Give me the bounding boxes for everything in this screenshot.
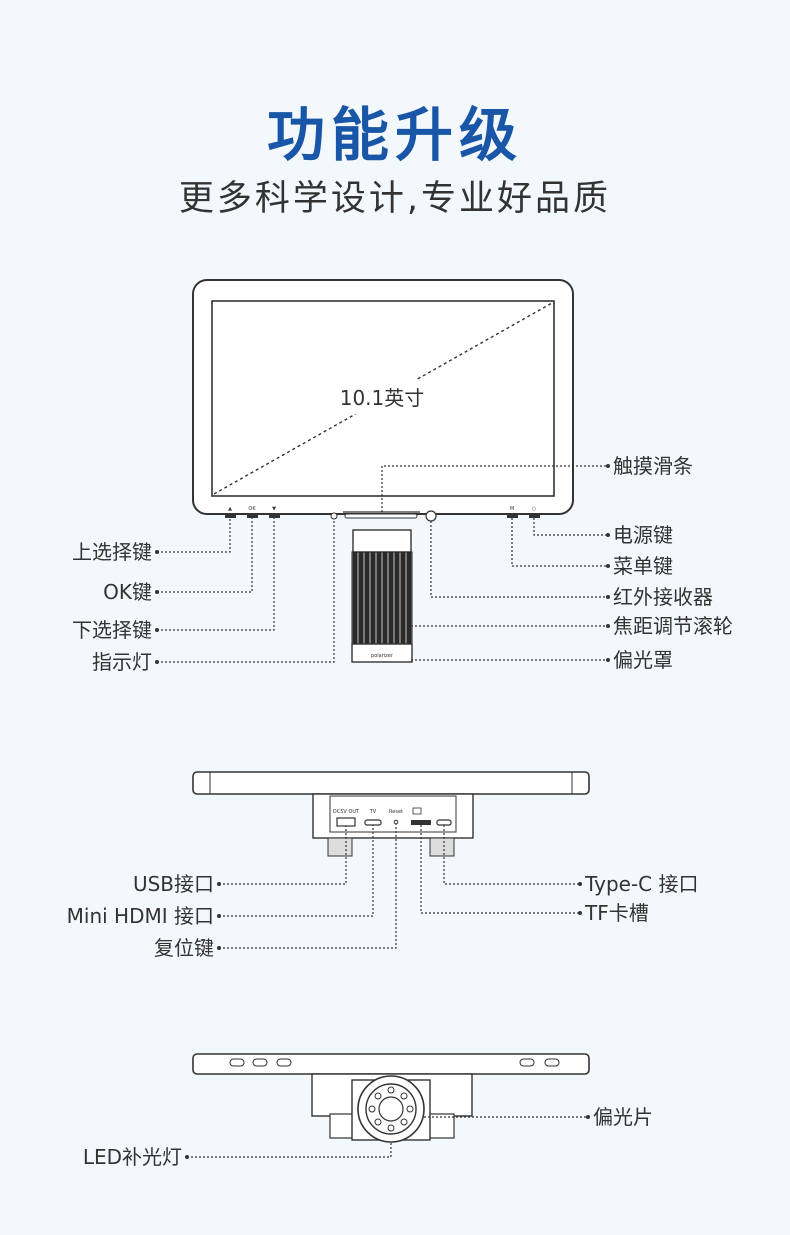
label-indicator-light: 指示灯 bbox=[92, 650, 152, 674]
label-type-c-port: Type-C 接口 bbox=[585, 872, 699, 896]
lens-leader-dots bbox=[185, 1115, 590, 1159]
front-right-leaders bbox=[381, 465, 608, 661]
label-power-key: 电源键 bbox=[613, 523, 673, 547]
down-mark: ▼ bbox=[272, 506, 276, 512]
front-monitor: 10.1英寸 ▲ OK ▼ M ○ bbox=[192, 279, 574, 663]
front-left-leaders bbox=[157, 518, 335, 663]
label-down-select: 下选择键 bbox=[72, 618, 152, 642]
bottom-right-leaders bbox=[420, 825, 580, 914]
bottom-leader-dots bbox=[217, 882, 582, 950]
power-mark: ○ bbox=[532, 506, 536, 512]
lens-leaders bbox=[187, 1116, 588, 1158]
label-touch-slider: 触摸滑条 bbox=[613, 454, 693, 478]
label-ir-receiver: 红外接收器 bbox=[613, 585, 713, 609]
up-mark: ▲ bbox=[228, 506, 232, 512]
label-menu-key: 菜单键 bbox=[613, 554, 673, 578]
dc5v-mark: DC5V OUT bbox=[333, 809, 360, 815]
tv-mark: TV bbox=[369, 809, 377, 815]
label-up-select: 上选择键 bbox=[72, 540, 152, 564]
bottom-monitor: DC5V OUT TV Reset bbox=[192, 771, 590, 857]
front-leader-dots bbox=[155, 464, 610, 664]
ok-mark: OK bbox=[248, 506, 256, 512]
reset-mark: Reset bbox=[389, 809, 403, 815]
label-ok-key: OK键 bbox=[103, 580, 152, 604]
front-right-buttons: M ○ bbox=[507, 506, 540, 518]
label-mini-hdmi-port: Mini HDMI 接口 bbox=[66, 904, 214, 928]
label-tf-slot: TF卡槽 bbox=[585, 901, 649, 925]
label-reset-key: 复位键 bbox=[154, 936, 214, 960]
page-title: 功能升级 bbox=[266, 101, 523, 169]
label-polarizer-cover: 偏光罩 bbox=[613, 648, 673, 672]
page-subtitle: 更多科学设计,专业好品质 bbox=[178, 179, 612, 219]
polarizer-brand-mark: polarizer bbox=[371, 653, 394, 659]
front-left-buttons: ▲ OK ▼ bbox=[225, 506, 280, 518]
menu-mark: M bbox=[510, 506, 514, 512]
screen-size-label: 10.1英寸 bbox=[340, 386, 425, 410]
label-led-fill-light: LED补光灯 bbox=[82, 1145, 182, 1169]
label-polarizer-sheet: 偏光片 bbox=[593, 1105, 653, 1129]
label-usb-port: USB接口 bbox=[132, 872, 214, 896]
label-focus-wheel: 焦距调节滚轮 bbox=[613, 614, 733, 638]
lens-monitor bbox=[192, 1053, 590, 1143]
bottom-left-leaders bbox=[219, 824, 397, 949]
